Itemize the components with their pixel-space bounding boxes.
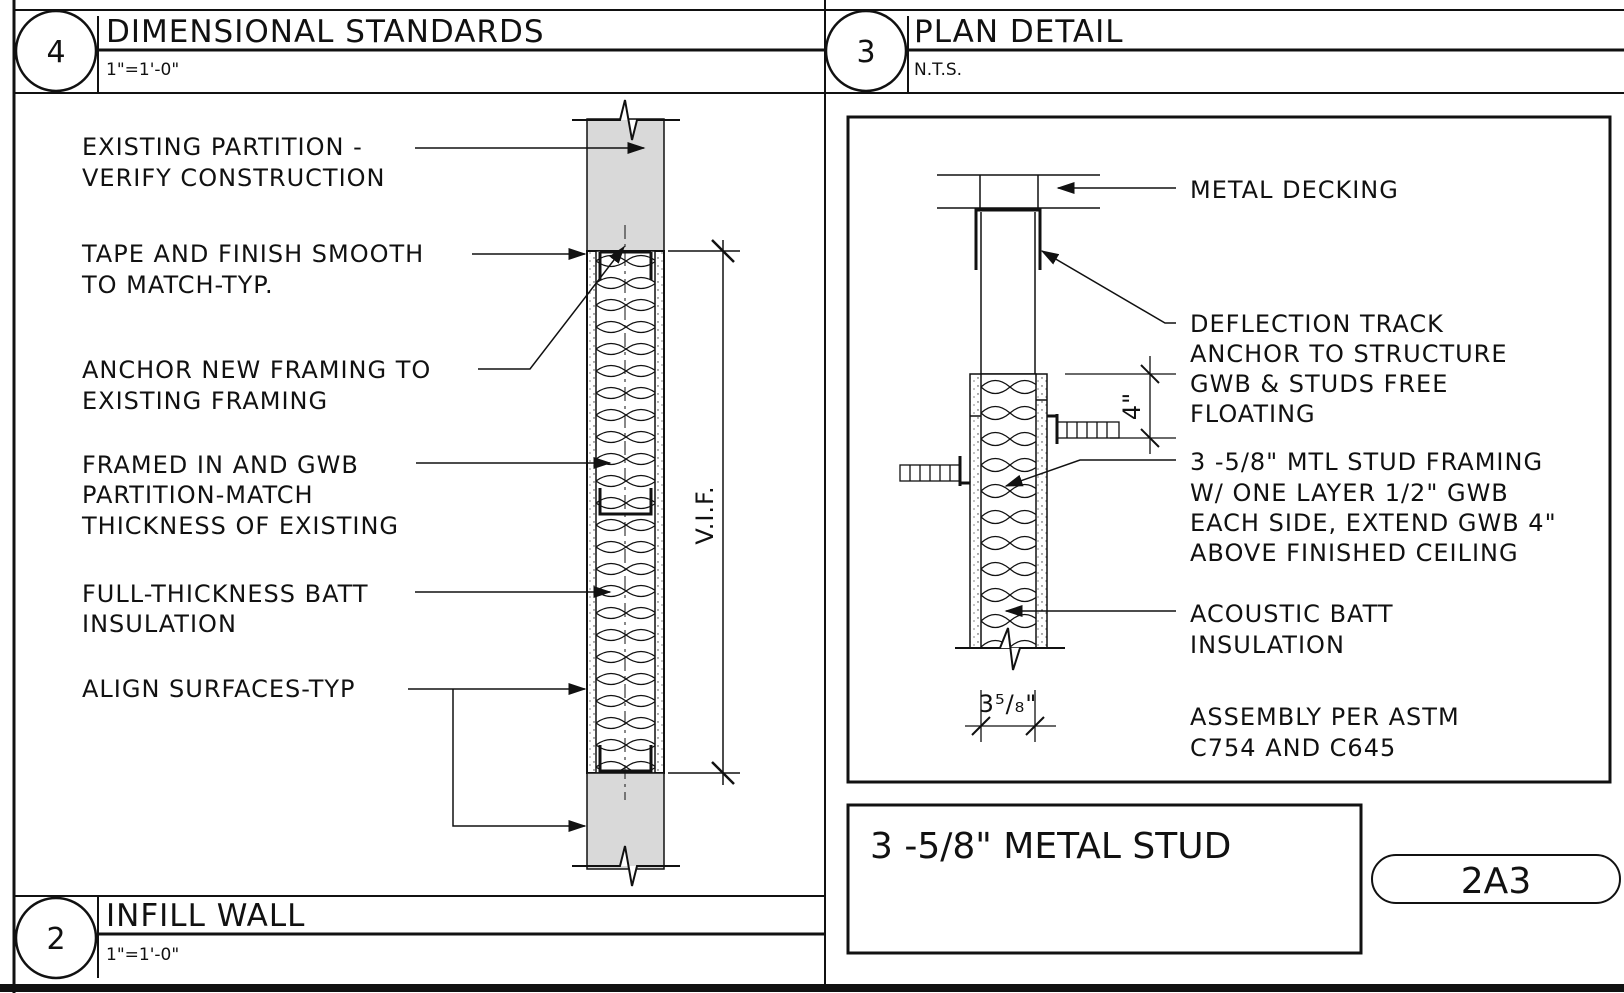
note-batt-1: FULL-THICKNESS BATT	[82, 580, 369, 608]
note-stud-1: 3 -5/8" MTL STUD FRAMING	[1190, 448, 1543, 476]
note-stud-4: ABOVE FINISHED CEILING	[1190, 539, 1519, 567]
note-stud-2: W/ ONE LAYER 1/2" GWB	[1190, 479, 1509, 507]
note-tape-finish-2: TO MATCH-TYP.	[81, 271, 274, 299]
detail-3-number: 3	[856, 35, 875, 70]
note-deflection-4: FLOATING	[1190, 400, 1316, 428]
note-assembly-1: ASSEMBLY PER ASTM	[1190, 703, 1460, 731]
note-existing-partition-1: EXISTING PARTITION -	[82, 133, 363, 161]
note-tape-finish-1: TAPE AND FINISH SMOOTH	[81, 240, 424, 268]
note-deflection-1: DEFLECTION TRACK	[1190, 310, 1444, 338]
detail-2-number: 2	[46, 922, 65, 957]
ceiling-right	[1047, 414, 1120, 444]
note-framed-2: PARTITION-MATCH	[82, 481, 314, 509]
detail-4-title-bar: 4 DIMENSIONAL STANDARDS 1"=1'-0"	[14, 9, 825, 93]
note-stud-3: EACH SIDE, EXTEND GWB 4"	[1190, 509, 1557, 537]
note-anchor-2: EXISTING FRAMING	[82, 387, 328, 415]
plan-break-line	[955, 627, 1065, 671]
sheet-id: 2A3	[1461, 861, 1531, 902]
note-deflection-2: ANCHOR TO STRUCTURE	[1190, 340, 1508, 368]
detail-4-scale: 1"=1'-0"	[106, 60, 179, 80]
vif-label: V.I.F.	[691, 485, 719, 544]
note-metal-decking: METAL DECKING	[1190, 176, 1399, 204]
plan-detail-drawing: METAL DECKING DEFLECTION TRACK ANCHOR TO…	[899, 174, 1557, 762]
ceiling-left	[899, 456, 970, 486]
note-anchor-1: ANCHOR NEW FRAMING TO	[82, 356, 431, 384]
detail-4-title: DIMENSIONAL STANDARDS	[106, 14, 545, 50]
sheet-id-box	[1371, 854, 1621, 904]
note-deflection-3: GWB & STUDS FREE	[1190, 370, 1448, 398]
detail-4-bubble	[14, 9, 98, 93]
note-acoustic-2: INSULATION	[1190, 631, 1345, 659]
dim-4-inch: 4"	[1118, 392, 1146, 420]
note-framed-1: FRAMED IN AND GWB	[82, 451, 359, 479]
deflection-track	[974, 208, 1042, 270]
plan-wall-insulation	[981, 374, 1036, 648]
detail-3-bubble	[824, 9, 908, 93]
detail-3-title: PLAN DETAIL	[914, 14, 1124, 50]
break-line-top	[572, 99, 680, 141]
note-assembly-2: C754 AND C645	[1190, 734, 1396, 762]
note-existing-partition-2: VERIFY CONSTRUCTION	[82, 164, 386, 192]
detail-2-bubble	[14, 896, 98, 980]
infill-wall-section: V.I.F. EXISTING PARTITION - VERIFY CONST…	[81, 99, 740, 887]
detail-3-scale: N.T.S.	[914, 60, 962, 80]
note-batt-2: INSULATION	[82, 610, 237, 638]
detail-2-title-bar: 2 INFILL WALL 1"=1'-0"	[14, 896, 825, 980]
detail-2-title: INFILL WALL	[106, 898, 305, 934]
detail-3-title-bar: 3 PLAN DETAIL N.T.S.	[824, 9, 1624, 93]
plan-detail-frame	[846, 115, 1612, 784]
break-line-bottom	[572, 845, 680, 887]
note-acoustic-1: ACOUSTIC BATT	[1190, 600, 1394, 628]
detail-4-number: 4	[46, 35, 65, 70]
detail-2-scale: 1"=1'-0"	[106, 945, 179, 965]
note-framed-3: THICKNESS OF EXISTING	[81, 512, 399, 540]
title-block-label: 3 -5/8" METAL STUD	[870, 826, 1231, 867]
dim-3-5-8: 3⁵/₈"	[979, 690, 1038, 718]
title-block-box	[846, 803, 1363, 955]
note-align: ALIGN SURFACES-TYP	[82, 675, 356, 703]
